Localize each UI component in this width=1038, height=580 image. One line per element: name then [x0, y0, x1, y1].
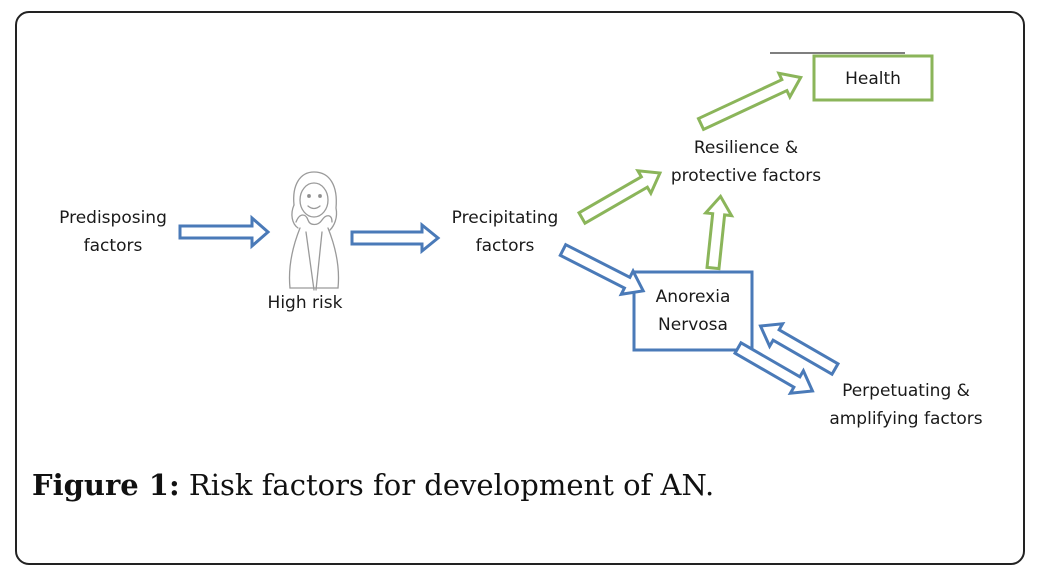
perpetuating-amplifying-label: Perpetuating & amplifying factors: [829, 381, 983, 429]
arrow-highrisk-to-precipitating: [350, 221, 441, 255]
arrow-precipitating-to-resilience: [576, 168, 663, 226]
arrow-resilience-to-health: [696, 71, 804, 132]
arrow-precipitating-to-anorexia: [558, 242, 646, 297]
arrow-anorexia-to-resilience: [702, 193, 735, 271]
predisposing-factors-label: Predisposing factors: [59, 208, 167, 256]
precipitating-factors-label: Precipitating factors: [451, 208, 559, 256]
figure-caption: Figure 1: Risk factors for development o…: [32, 468, 714, 502]
high-risk-label: High risk: [267, 293, 343, 313]
health-box: [812, 54, 934, 102]
anorexia-box: [632, 270, 754, 352]
resilience-protective-label: Resilience & protective factors: [670, 138, 822, 186]
health-label: Health: [845, 69, 901, 89]
anorexia-nervosa-label: Anorexia Nervosa: [655, 287, 731, 335]
arrow-anorexia-to-perpetuating: [732, 340, 815, 396]
person-sketch-icon: [288, 171, 340, 291]
caption-label: Figure 1:: [32, 468, 180, 502]
caption-text: Risk factors for development of AN.: [188, 468, 715, 502]
arrow-predisposing-to-highrisk: [178, 214, 271, 250]
figure-frame: [15, 11, 1025, 565]
arrow-perpetuating-to-anorexia: [758, 321, 841, 377]
